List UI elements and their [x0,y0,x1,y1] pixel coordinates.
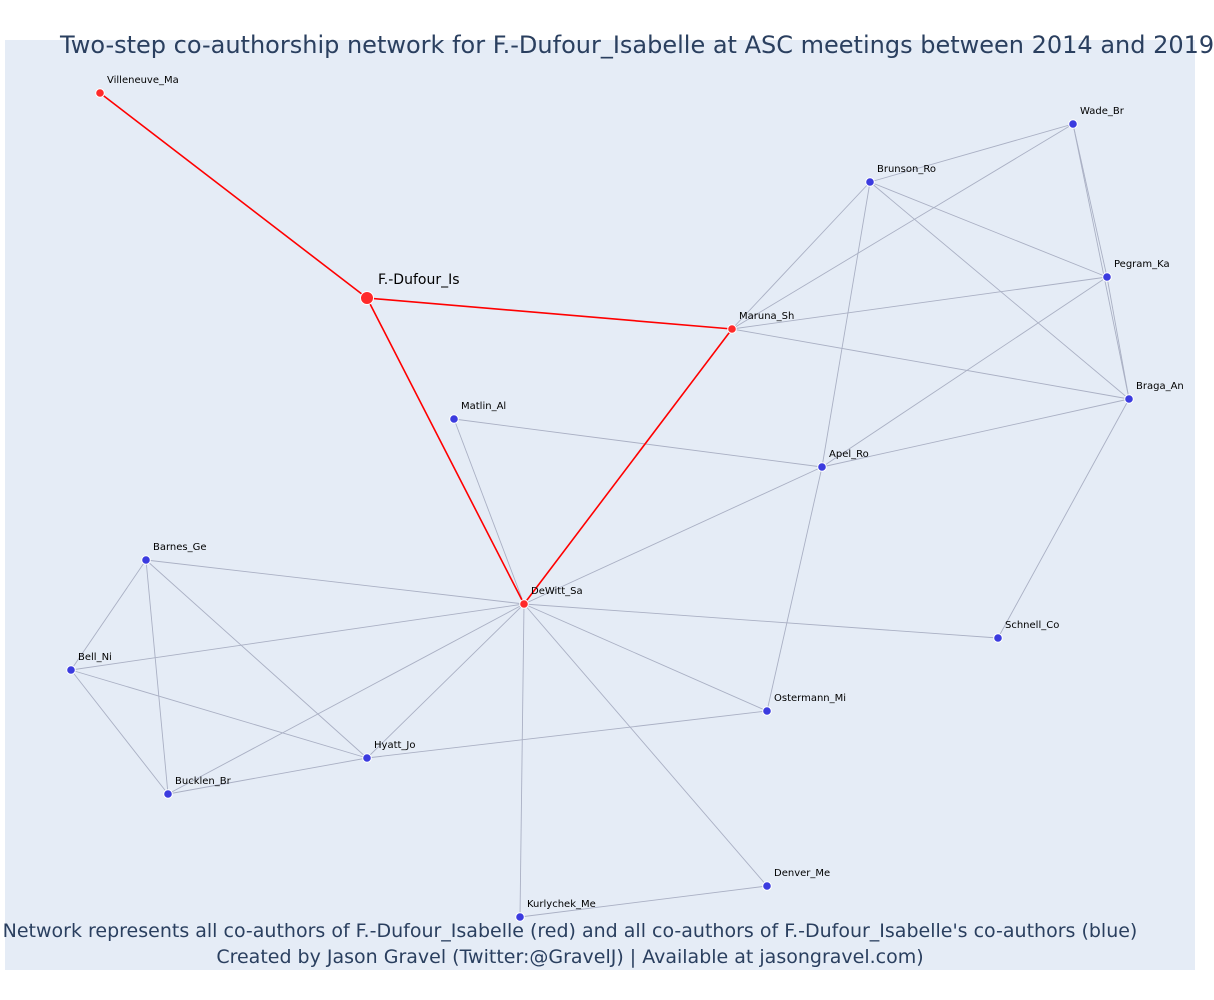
node-label-Denver_Me: Denver_Me [774,868,830,879]
edge-Brunson_Ro-Braga_An [869,181,1130,400]
node-Villeneuve_Ma[interactable] [95,88,105,98]
edge-Matlin_Al-DeWitt_Sa [453,418,525,605]
edge-Hyatt_Jo-Bucklen_Br [167,757,368,795]
footer-note-credit: Created by Jason Gravel (Twitter:@Gravel… [216,946,924,968]
node-label-Barnes_Ge: Barnes_Ge [153,542,207,553]
edge-Apel_Ro-Ostermann_Mi [766,466,823,712]
edge-DeWitt_Sa-Hyatt_Jo [366,603,525,759]
footer-note-legend: Network represents all co-authors of F.-… [2,920,1138,942]
chart-title: Two-step co-authorship network for F.-Du… [60,31,1214,59]
node-label-Apel_Ro: Apel_Ro [829,449,869,460]
node-Schnell_Co[interactable] [993,633,1003,643]
edge-Barnes_Ge-Bell_Ni [70,559,147,671]
edge-Wade_Br-Maruna_Sh [731,123,1074,330]
node-layer [66,88,1134,922]
edge-layer [70,92,1130,918]
node-label-Maruna_Sh: Maruna_Sh [739,311,794,322]
edge-F.-Dufour_Is-Maruna_Sh [366,297,733,330]
edge-DeWitt_Sa-Bucklen_Br [167,603,525,795]
edge-Braga_An-Apel_Ro [821,398,1130,468]
node-label-Braga_An: Braga_An [1136,381,1184,392]
node-label-Hyatt_Jo: Hyatt_Jo [374,740,415,751]
node-F.-Dufour_Is[interactable] [360,291,374,305]
node-Pegram_Ka[interactable] [1102,272,1112,282]
edge-Brunson_Ro-Maruna_Sh [731,181,871,330]
edge-Barnes_Ge-Hyatt_Jo [145,559,368,759]
edge-DeWitt_Sa-Barnes_Ge [145,559,525,605]
edge-Maruna_Sh-DeWitt_Sa [523,328,733,605]
edge-DeWitt_Sa-Kurlychek_Me [519,603,525,918]
node-Barnes_Ge[interactable] [141,555,151,565]
node-Matlin_Al[interactable] [449,414,459,424]
edge-Maruna_Sh-Braga_An [731,328,1130,400]
edge-DeWitt_Sa-Bell_Ni [70,603,525,671]
edge-Barnes_Ge-Bucklen_Br [145,559,169,795]
edge-Braga_An-Schnell_Co [997,398,1130,639]
edge-Wade_Br-Brunson_Ro [869,123,1074,183]
node-DeWitt_Sa[interactable] [519,599,529,609]
node-label-Brunson_Ro: Brunson_Ro [877,164,936,175]
node-label-Matlin_Al: Matlin_Al [461,401,506,412]
edge-Denver_Me-Kurlychek_Me [519,885,768,918]
edge-Bell_Ni-Bucklen_Br [70,669,169,795]
edge-Matlin_Al-Apel_Ro [453,418,823,468]
node-Wade_Br[interactable] [1068,119,1078,129]
edge-DeWitt_Sa-Schnell_Co [523,603,999,639]
node-Bucklen_Br[interactable] [163,789,173,799]
edge-DeWitt_Sa-Denver_Me [523,603,768,887]
edge-Hyatt_Jo-Ostermann_Mi [366,710,768,759]
edge-F.-Dufour_Is-DeWitt_Sa [366,297,525,605]
node-label-Bucklen_Br: Bucklen_Br [175,776,232,787]
node-label-Kurlychek_Me: Kurlychek_Me [527,899,596,910]
edge-F.-Dufour_Is-Villeneuve_Ma [99,92,368,299]
edge-Brunson_Ro-Apel_Ro [821,181,871,468]
node-Kurlychek_Me[interactable] [515,912,525,922]
node-Denver_Me[interactable] [762,881,772,891]
node-label-Wade_Br: Wade_Br [1080,106,1125,117]
node-label-Pegram_Ka: Pegram_Ka [1114,259,1170,270]
edge-DeWitt_Sa-Ostermann_Mi [523,603,768,712]
node-label-Ostermann_Mi: Ostermann_Mi [774,693,846,704]
edge-Pegram_Ka-Maruna_Sh [731,276,1108,330]
label-layer: F.-Dufour_Is Villeneuve_MaMaruna_ShDeWitt… [78,75,1184,910]
node-label-Villeneuve_Ma: Villeneuve_Ma [107,75,179,86]
node-label-F.-Dufour_Is: F.-Dufour_Is [378,272,460,288]
plot-area [5,40,1195,970]
edge-Apel_Ro-DeWitt_Sa [523,466,823,605]
edge-Bell_Ni-Hyatt_Jo [70,669,368,759]
edge-Pegram_Ka-Braga_An [1106,276,1130,400]
node-Maruna_Sh[interactable] [727,324,737,334]
node-Brunson_Ro[interactable] [865,177,875,187]
node-Ostermann_Mi[interactable] [762,706,772,716]
node-label-Schnell_Co: Schnell_Co [1005,620,1059,631]
node-label-Bell_Ni: Bell_Ni [78,652,112,663]
edge-Wade_Br-Pegram_Ka [1072,123,1108,278]
node-Hyatt_Jo[interactable] [362,753,372,763]
edge-Wade_Br-Braga_An [1072,123,1130,400]
edge-Pegram_Ka-Apel_Ro [821,276,1108,468]
node-label-DeWitt_Sa: DeWitt_Sa [531,586,583,597]
node-Bell_Ni[interactable] [66,665,76,675]
edge-Brunson_Ro-Pegram_Ka [869,181,1108,278]
node-Apel_Ro[interactable] [817,462,827,472]
node-Braga_An[interactable] [1124,394,1134,404]
